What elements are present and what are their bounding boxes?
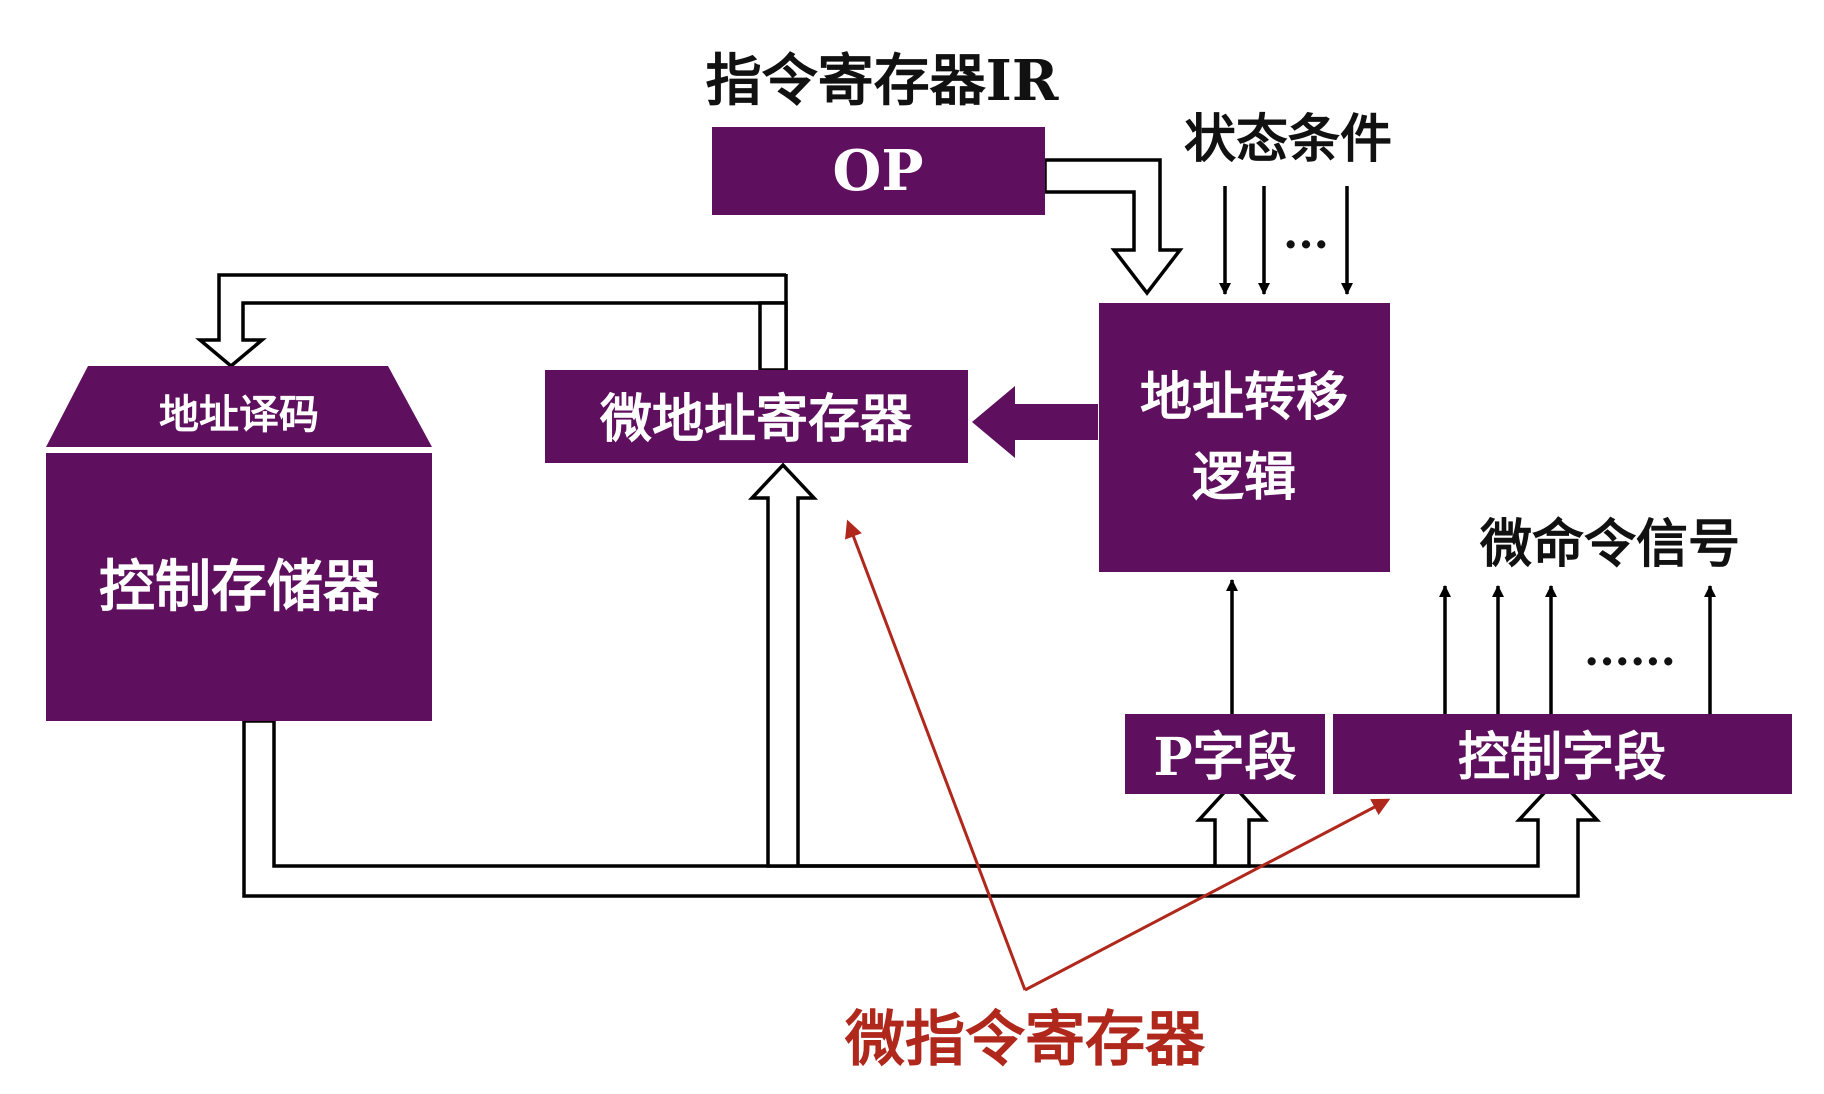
annotation-arrow-to-micro-addr bbox=[845, 519, 1027, 991]
micro-cmd-label: 微命令信号 bbox=[1479, 514, 1740, 575]
p-field-label: P字段 bbox=[1153, 727, 1296, 788]
micro-instr-reg-label: 微指令寄存器 bbox=[844, 1005, 1206, 1075]
addr-transfer-logic-line1: 地址转移 bbox=[1140, 367, 1348, 428]
op-label: OP bbox=[833, 138, 924, 204]
addr-transfer-logic-box bbox=[1099, 303, 1390, 572]
micro-addr-reg-label: 微地址寄存器 bbox=[599, 389, 913, 450]
bus-branch-to-micro-addr-and-p bbox=[747, 462, 1269, 868]
logic-to-micro-addr-arrow bbox=[972, 386, 1098, 458]
control-field-label: 控制字段 bbox=[1458, 727, 1666, 788]
control-field-box bbox=[1333, 714, 1792, 794]
annotation-arrow-to-control-field bbox=[1024, 798, 1391, 992]
micro-addr-riser bbox=[758, 301, 788, 372]
addr-transfer-logic-line2: 逻辑 bbox=[1192, 447, 1296, 508]
control-store-output-bus bbox=[242, 719, 1602, 898]
micro-cmd-dots: ...... bbox=[1584, 625, 1676, 676]
micro-addr-reg-box bbox=[545, 370, 968, 463]
status-label: 状态条件 bbox=[1184, 109, 1392, 170]
op-to-logic-pipe bbox=[1043, 158, 1184, 296]
status-dots: ... bbox=[1283, 208, 1329, 259]
micro-addr-to-decode-pipe bbox=[195, 273, 788, 370]
addr-decode-label: 地址译码 bbox=[159, 391, 319, 438]
ir-title: 指令寄存器IR bbox=[706, 48, 1059, 114]
addr-decode-box bbox=[46, 366, 432, 447]
control-store-box bbox=[46, 453, 432, 721]
p-field-box bbox=[1125, 714, 1325, 794]
op-box bbox=[712, 127, 1045, 215]
control-store-label: 控制存储器 bbox=[99, 554, 380, 620]
